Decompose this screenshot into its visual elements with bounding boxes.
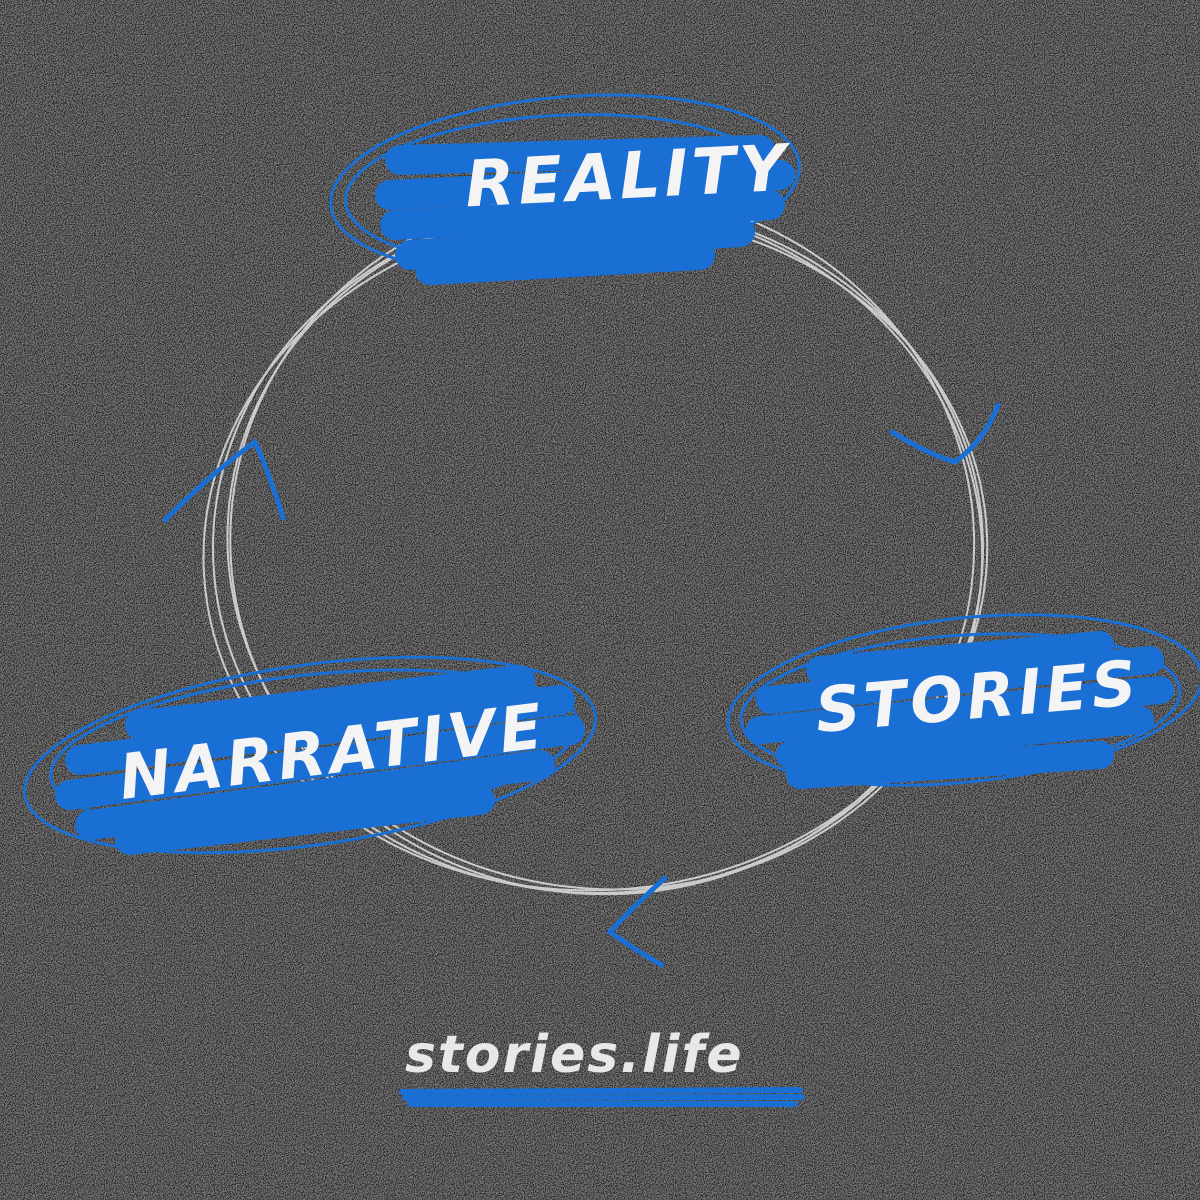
reality-highlight bbox=[329, 93, 801, 285]
arrowheads bbox=[162, 402, 1001, 968]
arrow-left-icon bbox=[162, 438, 286, 523]
stories-highlight bbox=[726, 613, 1200, 789]
narrative-highlight bbox=[23, 655, 597, 855]
arrow-right-icon bbox=[889, 402, 1001, 465]
arrow-bottom-icon bbox=[606, 875, 668, 968]
logo-text: stories.life bbox=[405, 1025, 744, 1085]
logo-underline bbox=[399, 1087, 805, 1107]
